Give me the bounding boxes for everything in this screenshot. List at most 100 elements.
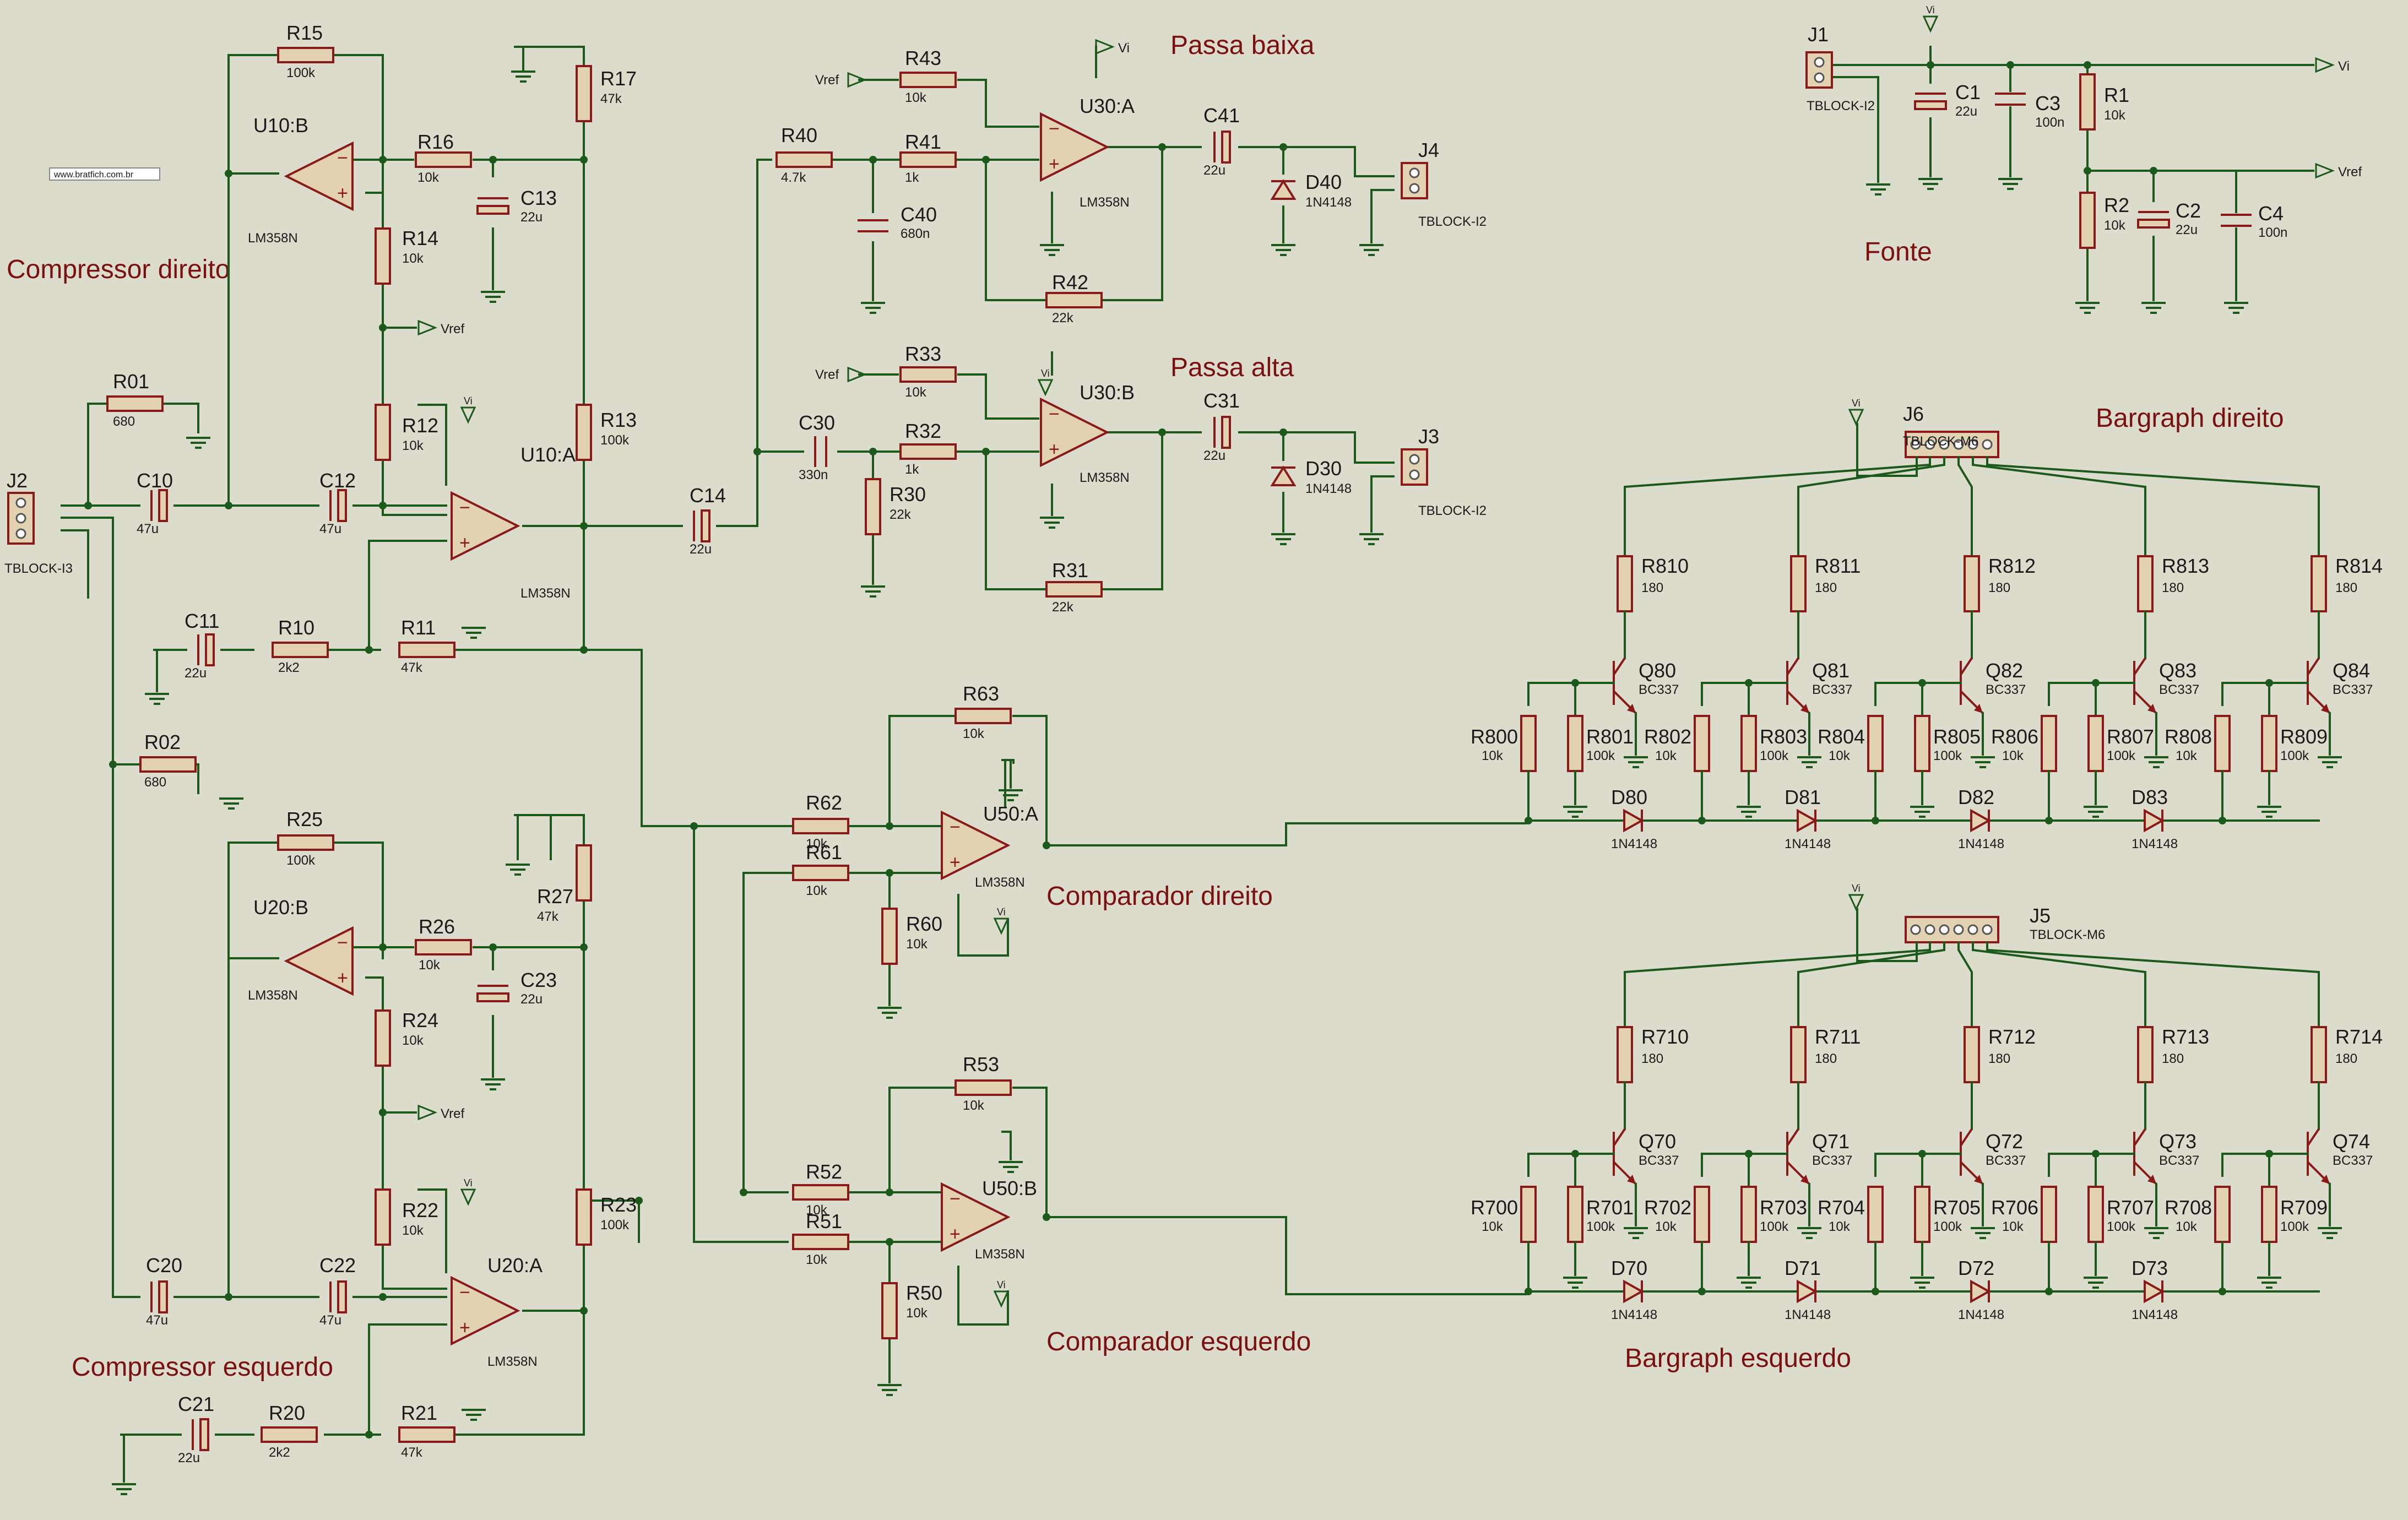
resistor-r10 (272, 642, 329, 658)
resistor-r33 (899, 366, 957, 383)
diode (2144, 808, 2165, 833)
diode-body (1797, 808, 1818, 833)
transistor-collector (2133, 1128, 2146, 1147)
transistor-label: Q70 (1639, 1130, 1676, 1153)
ground-icon (1866, 183, 1890, 196)
capacitor-label: C20 (146, 1254, 182, 1277)
diode-part: 1N4148 (1611, 1307, 1657, 1322)
supply-label: Vi (1852, 398, 1861, 409)
junction-dot (2219, 1288, 2226, 1295)
resistor-label: R702 (1644, 1196, 1691, 1219)
capacitor-plate-pol (158, 489, 168, 522)
ground-icon (462, 627, 486, 639)
connector-pin (1982, 924, 1993, 935)
capacitor-plate-pol (158, 1280, 168, 1313)
resistor-value: 10k (402, 1033, 424, 1048)
transistor-collector (2307, 1128, 2320, 1147)
opamp-part: LM358N (1080, 470, 1130, 485)
capacitor-value: 22u (185, 666, 207, 681)
resistor-label: R50 (906, 1282, 942, 1304)
diode-part: 1N4148 (2132, 837, 2178, 851)
junction-dot (1698, 1288, 1706, 1295)
resistor-label: R40 (781, 124, 817, 146)
connector-pin (1409, 454, 1420, 465)
ground-icon (1563, 806, 1587, 818)
resistor-base (2214, 1186, 2231, 1243)
resistor-value: 10k (806, 883, 828, 898)
supply-arrow-icon (460, 1188, 476, 1206)
transistor-label: Q71 (1812, 1130, 1850, 1153)
capacitor-label: C4 (2258, 202, 2284, 225)
resistor-label: R42 (1052, 271, 1088, 294)
resistor-label: R16 (417, 131, 454, 153)
transistor-part: BC337 (1639, 1153, 1679, 1168)
transistor-arrow (1800, 704, 1809, 713)
ground-icon (1737, 1277, 1761, 1289)
opamp-part: LM358N (975, 1247, 1025, 1262)
capacitor-label: C23 (520, 969, 557, 991)
capacitor-c21 (182, 1418, 215, 1451)
transistor-arrow (2321, 1175, 2330, 1184)
resistor-r17 (576, 65, 592, 122)
transistor-collector (1960, 1128, 1973, 1147)
capacitor-label: C11 (185, 610, 219, 632)
opamp-part: LM358N (975, 875, 1025, 890)
connector-label: J3 (1418, 425, 1439, 448)
resistor-collector (1964, 555, 1980, 612)
capacitor-c31 (1203, 416, 1236, 449)
resistor-label: R15 (286, 21, 323, 44)
resistor-pull (2261, 715, 2277, 772)
transistor-part: BC337 (1639, 682, 1679, 697)
resistor-r41 (899, 151, 957, 168)
junction-dot (1698, 817, 1706, 824)
wire (1701, 1153, 1750, 1177)
resistor-label: R811 (1815, 555, 1861, 577)
resistor-label: R800 (1471, 725, 1518, 748)
resistor-label: R809 (2280, 725, 2328, 748)
transistor-collector (1786, 657, 1799, 676)
diode-body (1270, 465, 1297, 486)
opamp-plus: + (459, 533, 470, 553)
capacitor-c4 (2221, 214, 2252, 227)
resistor-label: R33 (905, 343, 941, 365)
resistor-value: 180 (1988, 1051, 2010, 1066)
opamp-label: U20:B (253, 896, 308, 919)
resistor-value: 180 (2162, 580, 2184, 595)
resistor-r24 (375, 1009, 391, 1067)
diode (1970, 1279, 1992, 1304)
ground-icon (1040, 517, 1064, 529)
capacitor-value: 47u (137, 522, 159, 536)
resistor-r27 (576, 844, 592, 902)
transistor-arrow (1627, 1175, 1636, 1184)
resistor-label: R806 (1991, 725, 2038, 748)
net-flag-icon (2315, 57, 2335, 73)
opamp-u20-a (451, 1275, 520, 1346)
wire (2048, 682, 2097, 706)
resistor-r12 (375, 404, 391, 461)
opamp-label: U20:A (487, 1254, 543, 1277)
capacitor-value: 22u (520, 992, 543, 1007)
connector-pin (15, 513, 26, 524)
transistor-arrow (2147, 1175, 2156, 1184)
resistor-label: R712 (1988, 1025, 2036, 1048)
ground-icon (1797, 756, 1821, 768)
diode-label: D72 (1958, 1257, 1994, 1279)
resistor-label: R706 (1991, 1196, 2038, 1219)
opamp-minus: − (459, 1282, 470, 1303)
resistor-value: 100k (2107, 748, 2136, 763)
ground-icon (1359, 244, 1384, 256)
opamp-minus: − (1049, 404, 1060, 425)
ground-icon (2141, 302, 2166, 314)
transistor-label: Q73 (2159, 1130, 2197, 1153)
connector-part: TBLOCK-I2 (1418, 503, 1487, 518)
resistor-r52 (792, 1184, 849, 1201)
wire (1957, 941, 1973, 1028)
net-label: Vi (2338, 59, 2350, 74)
ground-icon (861, 302, 885, 314)
diode-body (1970, 1279, 1992, 1304)
resistor-value: 180 (1641, 580, 1663, 595)
net-flag-icon (2315, 162, 2335, 179)
resistor-value: 10k (1829, 1219, 1851, 1234)
opamp-plus: + (950, 852, 961, 873)
opamp-label: U10:B (253, 114, 308, 137)
